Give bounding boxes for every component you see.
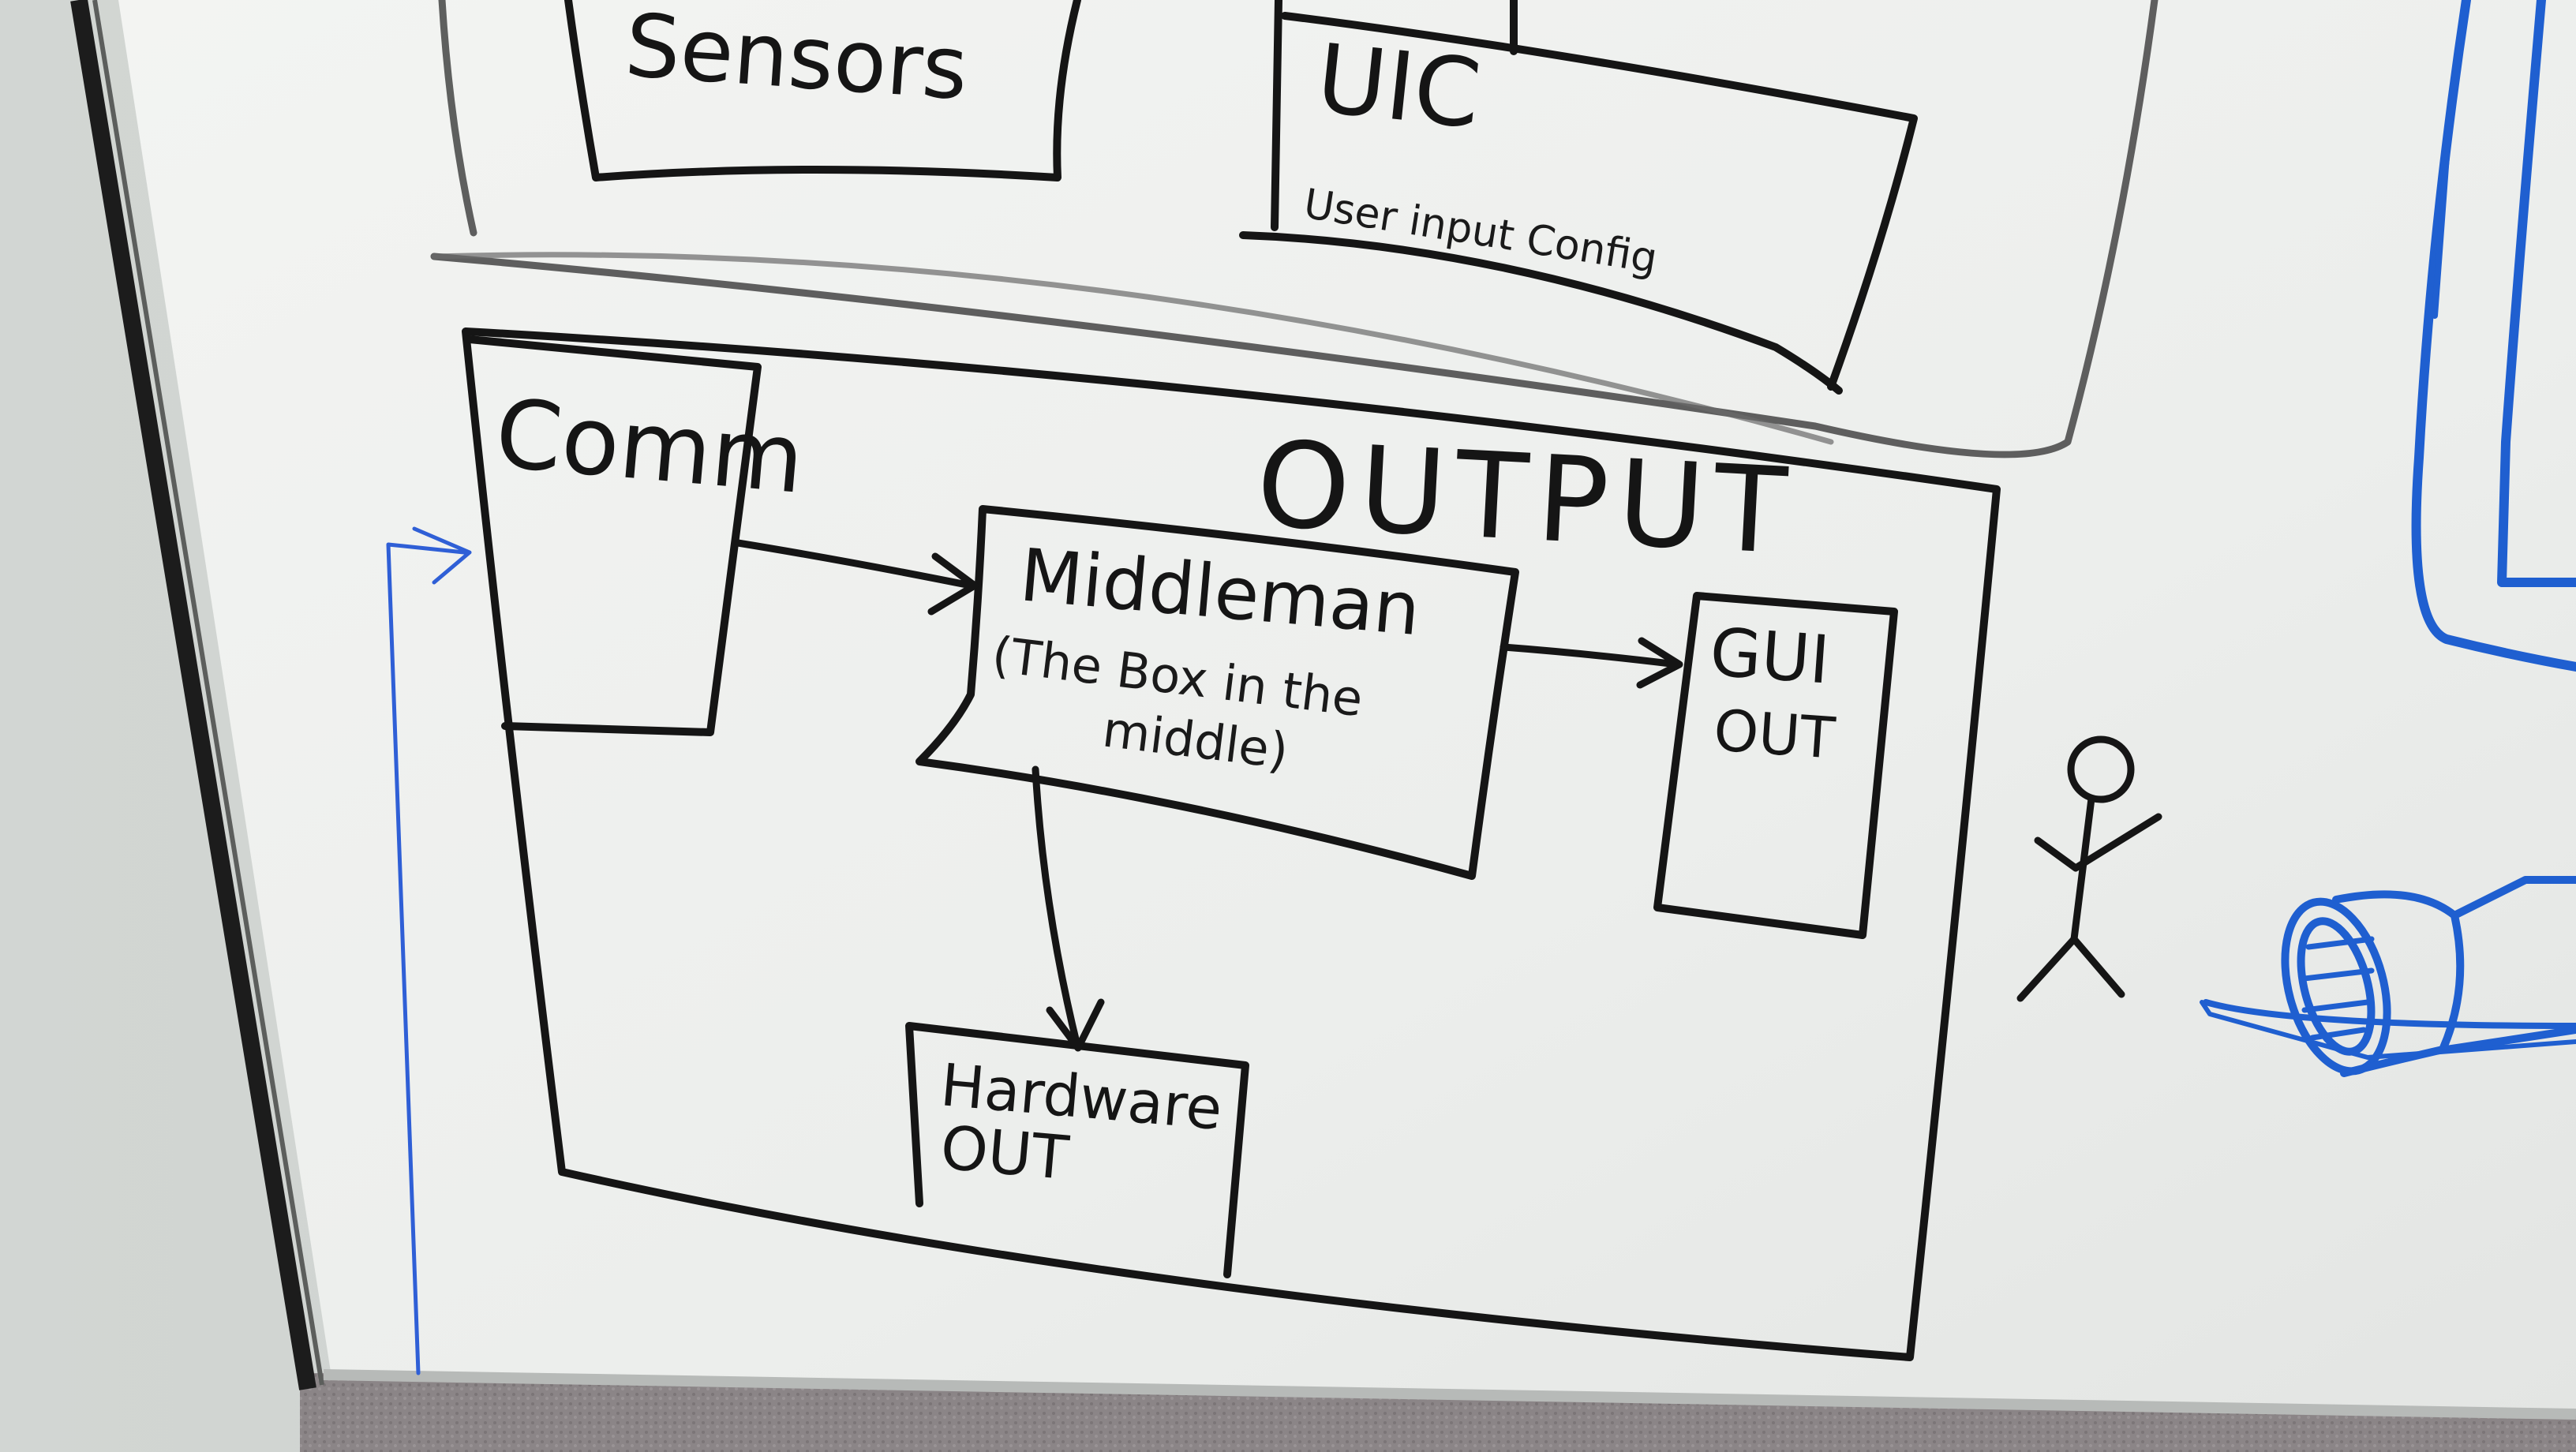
gui-label: GUI <box>1708 613 1833 698</box>
whiteboard-surface <box>118 0 2576 1413</box>
whiteboard-left-edge-highlight <box>92 0 324 1386</box>
gui-sub-label: OUT <box>1712 697 1838 772</box>
arrow-middleman-to-gui <box>1500 637 1683 689</box>
sensors-label: Sensors <box>622 0 971 119</box>
whiteboard-bottom-tray <box>323 1369 2576 1420</box>
stick-figure <box>2016 735 2162 1002</box>
blue-left-arrow <box>386 526 472 1375</box>
comm-box <box>466 335 762 736</box>
blue-right-sketch <box>2411 0 2576 672</box>
sensors-box <box>564 0 1081 182</box>
hardware-out-box <box>905 1022 1249 1278</box>
uic-label: UIC <box>1312 24 1485 151</box>
output-label: OUTPUT <box>1253 416 1799 582</box>
uic-box <box>1239 0 1918 395</box>
hardware-sub-label: OUT <box>938 1112 1072 1193</box>
top-container-outline <box>430 0 2159 458</box>
output-box <box>462 327 2001 1361</box>
middleman-box <box>915 505 1519 880</box>
arrow-comm-to-middleman <box>734 539 979 616</box>
arrow-middleman-to-hardware <box>1032 765 1105 1052</box>
comm-label: Comm <box>491 379 808 515</box>
gui-out-box <box>1653 592 1898 939</box>
whiteboard-left-edge <box>70 0 316 1390</box>
top-container-divider <box>431 252 1834 445</box>
blue-fan-drawing <box>2200 876 2576 1077</box>
